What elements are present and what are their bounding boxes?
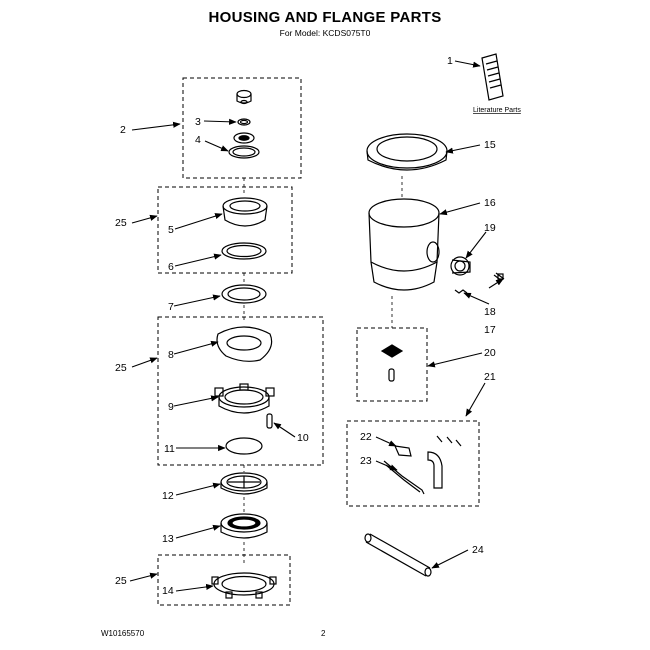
literature-parts-label: Literature Parts	[473, 107, 521, 114]
literature-pack-part-1	[481, 53, 504, 101]
group-box-25-mid	[157, 316, 324, 466]
callout-21: 21	[484, 371, 496, 383]
callout-10: 10	[297, 432, 309, 444]
gasket-part-11	[225, 437, 263, 455]
callout-15: 15	[484, 139, 496, 151]
callout-25-mid: 25	[115, 362, 127, 374]
callout-17: 17	[484, 324, 496, 336]
callout-24: 24	[472, 544, 484, 556]
dishwasher-plug-part-23	[383, 460, 425, 495]
group-box-25-top	[157, 186, 293, 274]
callout-23: 23	[360, 455, 372, 467]
backup-flange-part-8	[216, 326, 273, 362]
group-box-20	[356, 327, 428, 402]
document-number: W10165570	[101, 629, 145, 638]
callout-16: 16	[484, 197, 496, 209]
hose-connector-part-19	[450, 256, 471, 276]
hose-kit-part-22	[394, 435, 462, 489]
seal-ring-part-13	[220, 513, 268, 539]
group-box-2	[182, 77, 302, 179]
cover-plate-kit-part-20	[380, 344, 404, 382]
mounting-assembly-part-9	[214, 383, 275, 414]
callout-1: 1	[447, 55, 453, 67]
callout-25-top: 25	[115, 217, 127, 229]
sink-flange-part-4	[228, 132, 260, 159]
baffle-part-12	[220, 472, 268, 495]
callout-18: 18	[484, 306, 496, 318]
gasket-part-6	[221, 242, 267, 260]
page-number: 2	[321, 629, 326, 638]
group-box-21	[346, 420, 480, 507]
discharge-tube-part-24	[364, 533, 432, 577]
callout-13: 13	[162, 533, 174, 545]
stopper-part	[236, 89, 252, 105]
callout-11: 11	[164, 443, 175, 455]
top-housing-part-15	[366, 133, 448, 171]
callout-22: 22	[360, 431, 372, 443]
clamp-part-17	[454, 289, 468, 294]
callout-9: 9	[168, 401, 174, 413]
lower-housing-part-16	[368, 198, 440, 291]
mounting-ring-part-14	[211, 572, 277, 599]
model-subtitle: For Model: KCDS075T0	[279, 28, 371, 38]
callout-5: 5	[168, 224, 174, 236]
callout-20: 20	[484, 347, 496, 359]
callout-25-bottom: 25	[115, 575, 127, 587]
callout-19: 19	[484, 222, 496, 234]
snap-ring-part-3	[237, 118, 251, 126]
callout-4: 4	[195, 134, 201, 146]
mounting-ring-part-5	[222, 197, 268, 227]
callout-6: 6	[168, 261, 174, 273]
gasket-part-7	[221, 284, 267, 304]
callout-3: 3	[195, 116, 201, 128]
page-title: HOUSING AND FLANGE PARTS	[208, 9, 442, 26]
screw-part-10	[266, 413, 273, 429]
callout-7: 7	[168, 301, 174, 313]
callout-8: 8	[168, 349, 174, 361]
callout-12: 12	[162, 490, 174, 502]
callout-2: 2	[120, 124, 126, 136]
group-box-25-bottom	[157, 554, 291, 606]
callout-14: 14	[162, 585, 174, 597]
